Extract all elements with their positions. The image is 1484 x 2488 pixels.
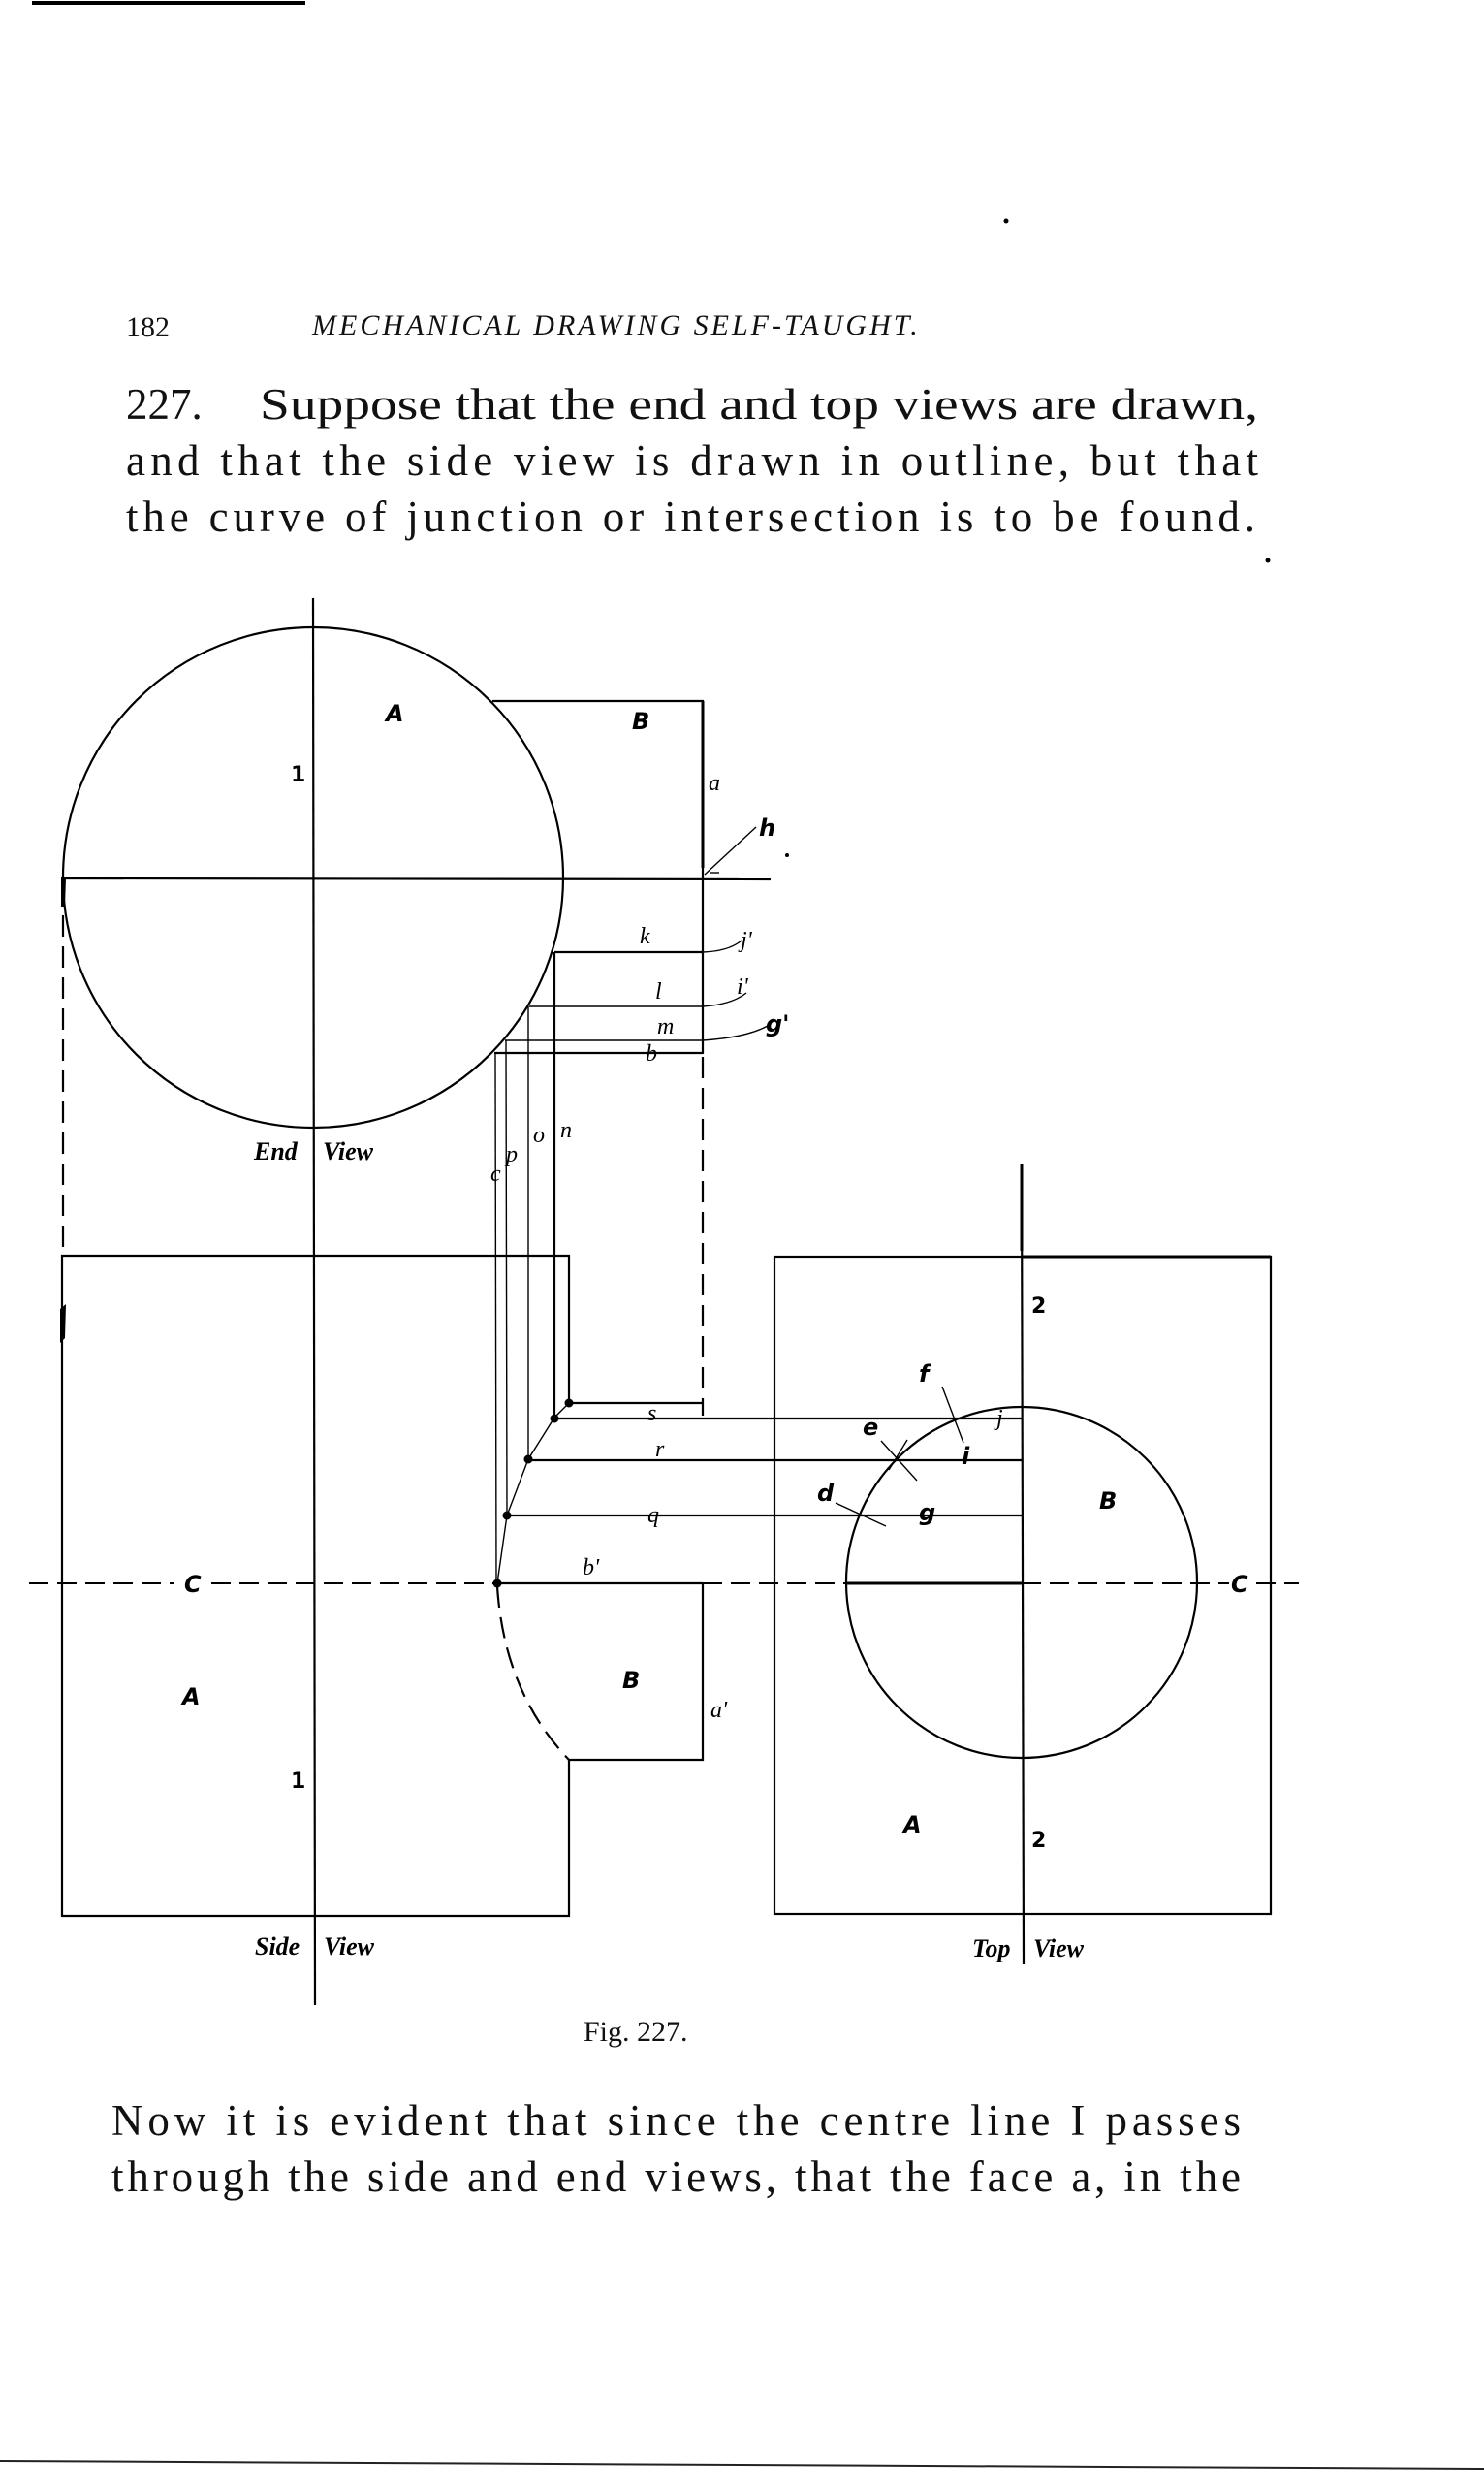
top-view-label: View <box>1033 1934 1085 1962</box>
projector-p <box>505 1039 508 1515</box>
label-2-top: 2 <box>1031 1294 1046 1319</box>
page-number: 182 <box>126 311 170 343</box>
top-view-label: Top <box>972 1934 1011 1962</box>
leader-j-prime <box>702 940 742 953</box>
side-view-label: Side <box>255 1932 300 1961</box>
intersection-point <box>502 1511 512 1520</box>
label-h: h <box>759 814 775 842</box>
intersection-point <box>550 1414 559 1423</box>
construction-tick-e1 <box>880 1440 918 1482</box>
label-k: k <box>640 924 650 949</box>
label-j-prime: j' <box>738 928 753 953</box>
leader-g-prime <box>702 1025 769 1041</box>
bottom-scan-rule <box>0 2460 1484 2470</box>
projector-c <box>494 1053 497 1583</box>
construction-tick-d <box>835 1502 887 1527</box>
label-f: f <box>919 1360 931 1388</box>
paragraph-line: and that the side view is drawn in outli… <box>126 436 1258 485</box>
label-r: r <box>655 1437 665 1462</box>
leader-i-prime <box>702 992 747 1007</box>
intersection-point <box>523 1454 533 1464</box>
label-b: b <box>646 1041 657 1067</box>
running-head: MECHANICAL DRAWING SELF-TAUGHT. <box>311 309 921 341</box>
label-C-right: C <box>1231 1571 1248 1598</box>
label-d: d <box>817 1480 835 1507</box>
label-q: q <box>647 1503 659 1528</box>
construction-tick-f <box>941 1386 964 1444</box>
label-A-end: A <box>384 700 404 727</box>
stray-dot <box>1003 218 1009 224</box>
paragraph-line: the curve of junction or intersection is… <box>126 493 1255 541</box>
side-view-label: View <box>324 1932 375 1961</box>
intersection-curve <box>496 1402 570 1584</box>
left-edge-mark <box>60 1304 66 1343</box>
label-i-prime: i' <box>737 974 749 1000</box>
leader-h <box>704 826 757 876</box>
end-view-horizontal-centre <box>60 877 772 881</box>
label-1-end: 1 <box>291 763 305 787</box>
left-edge-mark <box>61 877 66 907</box>
paragraph-line: Now it is evident that since the centre … <box>111 2096 1241 2145</box>
figure-caption: Fig. 227. <box>584 2016 688 2048</box>
top-view: 2 f j e i d g B A 2 Top View <box>773 1163 1273 1965</box>
construction-tick-e2 <box>888 1439 908 1471</box>
end-view-label: View <box>323 1137 374 1165</box>
label-A-top: A <box>901 1811 922 1838</box>
paragraph-continuation: Now it is evident that since the centre … <box>111 2096 1241 2201</box>
side-view-cylinder-a-outline <box>60 1254 571 1918</box>
paragraph-line: Suppose that the end and top views are d… <box>260 380 1258 429</box>
centre-line-c: C C <box>29 1571 1299 1598</box>
intersection-curve-hidden <box>495 1585 570 1761</box>
label-n: n <box>560 1118 572 1143</box>
side-view: s r q b' A B a' 1 Side View <box>60 1254 1022 1961</box>
paragraph-line: through the side and end views, that the… <box>111 2153 1241 2201</box>
label-1-side: 1 <box>291 1770 305 1794</box>
centre-line-1 <box>311 597 317 2006</box>
label-c: c <box>490 1162 501 1187</box>
label-g-prime: g' <box>766 1010 790 1037</box>
label-a-prime: a' <box>710 1698 728 1723</box>
paragraph-number: 227. <box>126 380 203 429</box>
centre-line-2 <box>1020 1163 1026 1965</box>
end-view: A B 1 a h k j' l i' m g' b n o p c End V… <box>60 597 790 2006</box>
label-o: o <box>533 1123 545 1148</box>
intersection-point <box>564 1398 574 1408</box>
end-view-cylinder-b-outline <box>492 699 705 1054</box>
label-e: e <box>863 1414 878 1441</box>
figure-227: A B 1 a h k j' l i' m g' b n o p c End V… <box>29 597 1299 2006</box>
label-p: p <box>504 1142 518 1167</box>
end-view-label: End <box>253 1137 299 1165</box>
side-view-face-a-prime <box>569 1583 705 1762</box>
label-B-top: B <box>1099 1487 1117 1515</box>
label-C-left: C <box>184 1571 202 1598</box>
label-j: j <box>994 1406 1003 1431</box>
label-i: i <box>962 1443 970 1470</box>
stray-dot <box>785 853 789 857</box>
label-l: l <box>655 979 662 1005</box>
label-a: a <box>709 771 720 796</box>
label-A-side: A <box>180 1683 201 1710</box>
paragraph-227: 227. Suppose that the end and top views … <box>126 380 1258 541</box>
label-B-side: B <box>622 1667 640 1694</box>
label-B-end: B <box>632 708 649 735</box>
label-m: m <box>657 1014 674 1039</box>
stray-dot <box>1265 558 1271 563</box>
label-b-prime: b' <box>583 1555 600 1580</box>
label-2-bottom: 2 <box>1031 1829 1046 1853</box>
label-g: g <box>919 1499 935 1526</box>
label-s: s <box>647 1401 656 1426</box>
